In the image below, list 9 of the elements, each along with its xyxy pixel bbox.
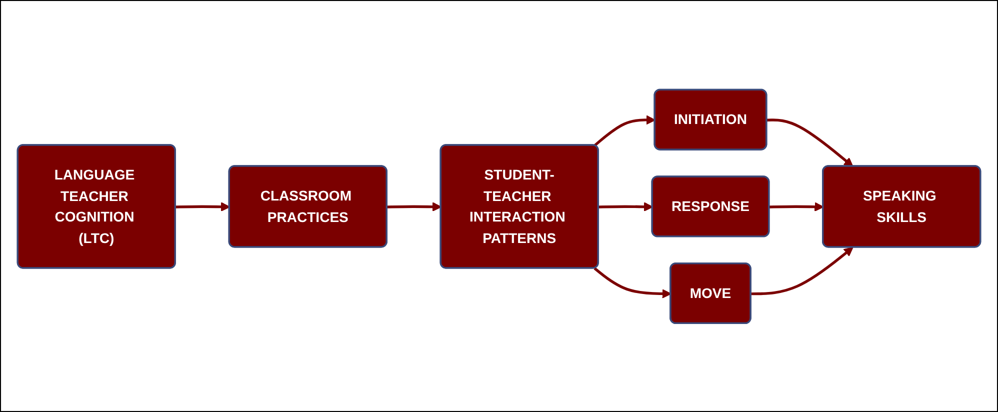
arrow [176, 202, 230, 212]
arrow [766, 118, 854, 166]
flowchart: LANGUAGE TEACHER COGNITION (LTC) CLASSROOM PRACTICES STUDENT-TEACHER INTERACTION PATTERNS INITIATION RESPONSE MOVE SPEAKING SKILLS [9, 80, 989, 332]
arrow [594, 266, 672, 298]
arrow [387, 202, 442, 212]
arrow [598, 202, 654, 212]
arrow [751, 246, 854, 295]
arrow [594, 114, 656, 146]
arrow [769, 202, 824, 212]
